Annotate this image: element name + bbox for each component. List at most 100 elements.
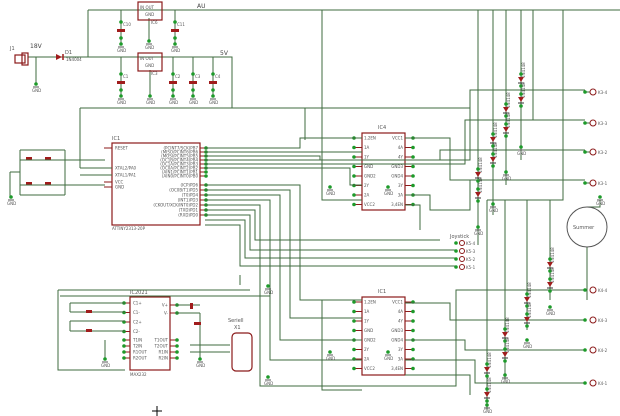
driver-pin-r: 3Y: [398, 183, 404, 188]
junction: [525, 324, 529, 328]
driver-pin-l: 1Y: [364, 319, 370, 324]
junction: [204, 174, 208, 178]
max-pin-r: V+: [162, 303, 168, 308]
ground-label: GND: [384, 191, 393, 196]
diode: [503, 127, 509, 132]
diode-value: 1N4148: [487, 352, 492, 368]
mcu-pin-r4: (OC1A/PCINT3)PB3: [160, 162, 198, 167]
junction: [411, 347, 415, 352]
junction: [548, 305, 552, 309]
terminal-label: K4-2: [598, 348, 608, 353]
diode-value: 1N4148: [487, 377, 492, 393]
driver-pin-l: 1A: [364, 309, 370, 314]
ground-label: GND: [384, 356, 393, 361]
junction: [491, 202, 495, 206]
junction: [503, 373, 507, 377]
capacitor-c1: [117, 81, 125, 84]
junction: [491, 152, 495, 156]
diode: [502, 332, 508, 337]
junction: [352, 347, 356, 352]
diode-d1: D1 1N4004: [56, 50, 82, 62]
junction: [485, 403, 489, 407]
capacitor-c10: [117, 29, 125, 32]
terminal-label: K4-1: [598, 381, 608, 386]
junction: [266, 284, 270, 288]
junction: [491, 164, 495, 168]
junction: [476, 225, 480, 229]
mcu-pin-r2: (MOSI/PCINT5)PB5: [161, 154, 198, 159]
junction: [411, 366, 415, 371]
driver-pin-l: 2A: [364, 193, 370, 198]
power-wires: [28, 9, 620, 109]
diode-value: 1N4148: [527, 302, 532, 318]
junction: [352, 155, 356, 159]
junction: [485, 362, 489, 366]
ground-label: GND: [196, 363, 205, 368]
driver-pin-l: GND: [364, 164, 373, 169]
driver-pin-l: 1A: [364, 145, 370, 150]
terminals: K3-4K3-3K3-2K3-1K4-4K4-3K4-2K4-1K5-4K5-3…: [454, 88, 608, 387]
junction: [191, 94, 195, 98]
driver-pin-r: VCC1: [392, 136, 403, 141]
terminal-k3: [589, 179, 597, 187]
junction: [454, 249, 458, 253]
junction: [503, 347, 507, 351]
junction: [411, 145, 415, 150]
diode-value: 1N4148: [478, 177, 483, 193]
diode-value: 1N4148: [505, 337, 510, 353]
diode-value: 1N4148: [493, 142, 498, 158]
buzzer: Summer: [566, 206, 608, 248]
mcu-pin-4: GND: [115, 185, 124, 190]
mcu-pin-r9: (OC0B/T1)PD5: [169, 188, 198, 193]
max-pin-l: C2-: [133, 329, 140, 334]
j1-label: J1: [9, 46, 15, 52]
reg-bot-pins: IN OUT: [140, 56, 155, 61]
junction: [122, 344, 126, 348]
terminal-label: K4-3: [598, 318, 608, 323]
terminal-label: K3-2: [598, 150, 608, 155]
diode-value: 1N4148: [550, 247, 555, 263]
ground-label: GND: [7, 201, 16, 206]
junction: [525, 338, 529, 342]
reg-bot-gnd: GND: [145, 63, 154, 68]
capacitor-c10-label: C10: [123, 22, 131, 27]
junction: [204, 170, 208, 174]
junction: [352, 319, 356, 323]
serial-connector-x1[interactable]: X1 Seriell: [228, 318, 253, 372]
connector-j1[interactable]: J1: [9, 46, 29, 66]
max-pin-l: C2+: [133, 320, 142, 325]
driver-pin-r: 3,4EN: [391, 366, 403, 371]
junction: [175, 338, 179, 342]
junction: [583, 348, 587, 352]
junction: [386, 350, 390, 354]
x1-title: Seriell: [228, 318, 244, 324]
terminal-joystick: [459, 240, 465, 246]
junction: [119, 42, 123, 46]
driver-pin-r: 4Y: [398, 155, 404, 160]
max-pin-l: C1+: [133, 301, 142, 306]
d1-label: D1: [65, 50, 72, 56]
junction: [173, 36, 177, 40]
junction: [411, 164, 415, 169]
junction: [476, 179, 480, 183]
junction: [519, 145, 523, 149]
driver-pin-l: 1,2EN: [364, 136, 376, 141]
capacitor-c3: [189, 81, 197, 84]
diode: [484, 392, 490, 397]
ground-label: GND: [474, 231, 483, 236]
driver-pin-r: 4Y: [398, 319, 404, 324]
junction: [352, 164, 356, 169]
mcu-pin-r5: (OC0A/PCINT2)PB2: [160, 166, 198, 171]
ground-label: GND: [117, 100, 126, 105]
junction: [119, 72, 123, 76]
junction: [173, 20, 177, 24]
reg-top-pins: IN OUT: [140, 5, 155, 10]
max-label: IC2021: [130, 290, 148, 296]
junction: [352, 328, 356, 333]
rail-labels: AU 5V 18V: [30, 3, 229, 57]
ground-label: GND: [523, 344, 532, 349]
net-label-18v: 18V: [30, 43, 43, 50]
mcu-pin-r8: (ICP)PD6: [180, 183, 198, 188]
terminal-k3: [589, 148, 597, 156]
capacitor-c1-label: C1: [123, 74, 129, 79]
